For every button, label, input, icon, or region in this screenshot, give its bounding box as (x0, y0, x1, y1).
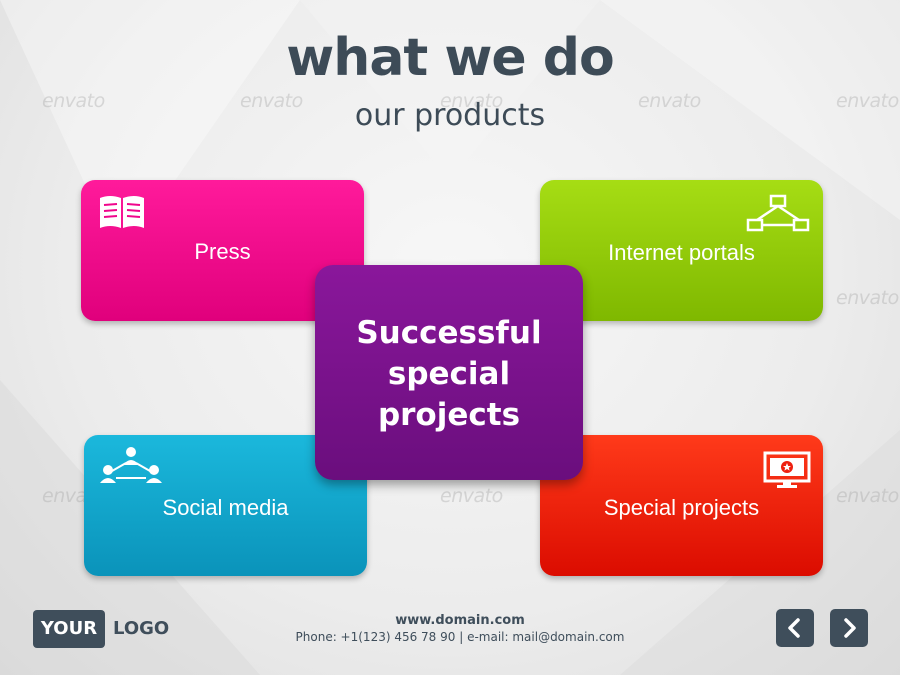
center-card-line: special (387, 356, 511, 392)
watermark: envato (836, 90, 899, 112)
card-internet-portals-label: Internet portals (608, 240, 755, 265)
card-special-projects[interactable]: Special projects (540, 435, 823, 576)
page-title: what we do (286, 28, 614, 88)
watermark: envato (440, 485, 503, 507)
page-subtitle: our products (354, 98, 546, 133)
chevron-left-icon (788, 618, 800, 638)
prev-button[interactable] (776, 609, 814, 647)
card-social-media-label: Social media (162, 495, 289, 520)
watermark: envato (638, 90, 701, 112)
logo-text: LOGO (113, 618, 170, 639)
watermark: envato (240, 90, 303, 112)
center-card-text: Successful special projects (315, 313, 583, 436)
footer-url: www.domain.com (395, 613, 525, 628)
card-successful-special-projects[interactable]: Successful special projects (315, 265, 583, 480)
center-card-line: projects (377, 397, 521, 433)
card-internet-portals[interactable]: Internet portals (540, 180, 823, 321)
people-icon (100, 447, 162, 483)
book-icon (100, 196, 144, 228)
center-card-line: Successful (356, 315, 542, 351)
watermark: envato (440, 90, 503, 112)
watermark: envato (42, 90, 105, 112)
network-icon (746, 194, 810, 232)
chevron-right-icon (844, 618, 856, 638)
watermark: envato (836, 485, 899, 507)
watermark: envato (836, 287, 899, 309)
logo-box: YOUR (33, 610, 105, 648)
card-special-projects-label: Special projects (603, 495, 760, 520)
next-button[interactable] (830, 609, 868, 647)
card-press-label: Press (194, 239, 251, 264)
monitor-star-icon (763, 451, 811, 488)
footer-contact: Phone: +1(123) 456 78 90 | e-mail: mail@… (295, 630, 625, 644)
